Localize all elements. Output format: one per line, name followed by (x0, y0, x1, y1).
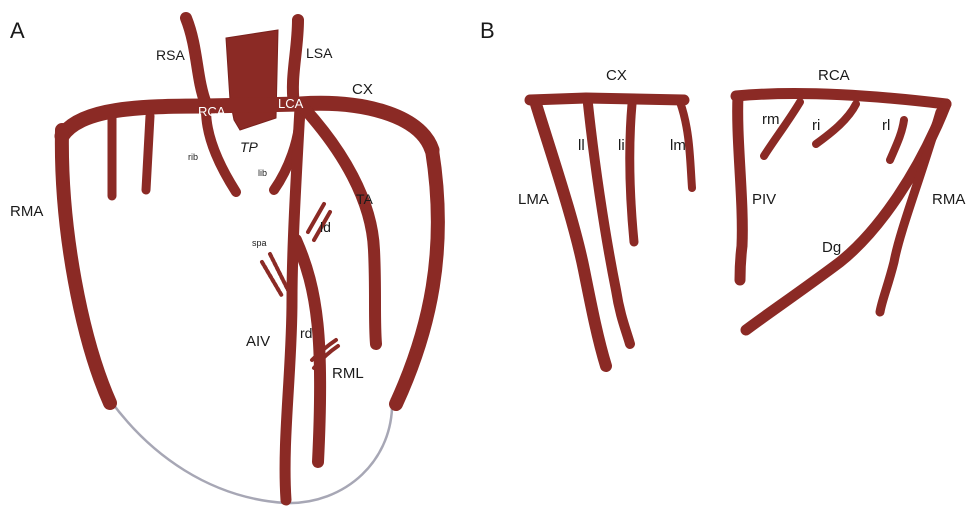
label-rm: rm (762, 111, 780, 128)
spa-branch (270, 254, 288, 290)
label-lsa: LSA (306, 45, 333, 61)
label-li: li (618, 137, 625, 154)
label-lma: LMA (518, 191, 549, 208)
label-cx-b: CX (606, 67, 627, 84)
label-ri: ri (812, 117, 820, 134)
label-ava: ava (120, 167, 133, 176)
li-vessel (630, 104, 634, 242)
panel-b: B CX RCA ll li lm LMA rm ri rl PIV RMA D… (480, 18, 965, 366)
right-outer-vessel (396, 150, 438, 404)
panel-label-b: B (480, 18, 495, 43)
aortic-trunk (226, 30, 278, 130)
label-rl: rl (882, 117, 890, 134)
panel-label-a: A (10, 18, 25, 43)
label-ll: ll (578, 137, 585, 154)
label-lca: LCA (278, 96, 304, 111)
rca-trunk-b (736, 94, 946, 104)
label-rca-a: RCA (198, 104, 226, 119)
label-rml: RML (332, 365, 364, 382)
label-spa: spa (252, 238, 267, 248)
rl-vessel (890, 120, 904, 160)
panel-a: A RSA L (10, 18, 438, 503)
label-cx-a: CX (352, 81, 373, 98)
label-lib: lib (258, 168, 267, 178)
heart-outline (110, 398, 392, 503)
rml-vessel (296, 240, 320, 462)
label-rib: rib (188, 152, 198, 162)
ava-branch-2 (146, 116, 150, 190)
rsa-vessel (186, 18, 206, 104)
label-rma-b: RMA (932, 191, 965, 208)
label-rsa: RSA (156, 47, 185, 63)
label-rma-a: RMA (10, 203, 43, 220)
piv-vessel (738, 96, 743, 280)
label-aiv: AIV (246, 333, 270, 350)
cx-trunk-b (530, 98, 684, 100)
label-dg: Dg (822, 239, 841, 256)
spa-branch-2 (262, 262, 282, 296)
ri-vessel (816, 104, 856, 144)
label-rd: rd (300, 325, 312, 341)
label-tp: TP (240, 139, 259, 155)
label-ta: TA (356, 191, 374, 207)
label-lm: lm (670, 137, 686, 154)
label-ld: ld (320, 219, 331, 235)
rma-vessel-a (62, 130, 110, 403)
lsa-vessel (293, 20, 298, 104)
label-rca-b: RCA (818, 67, 850, 84)
rib-vessel (206, 110, 236, 192)
label-piv: PIV (752, 191, 776, 208)
